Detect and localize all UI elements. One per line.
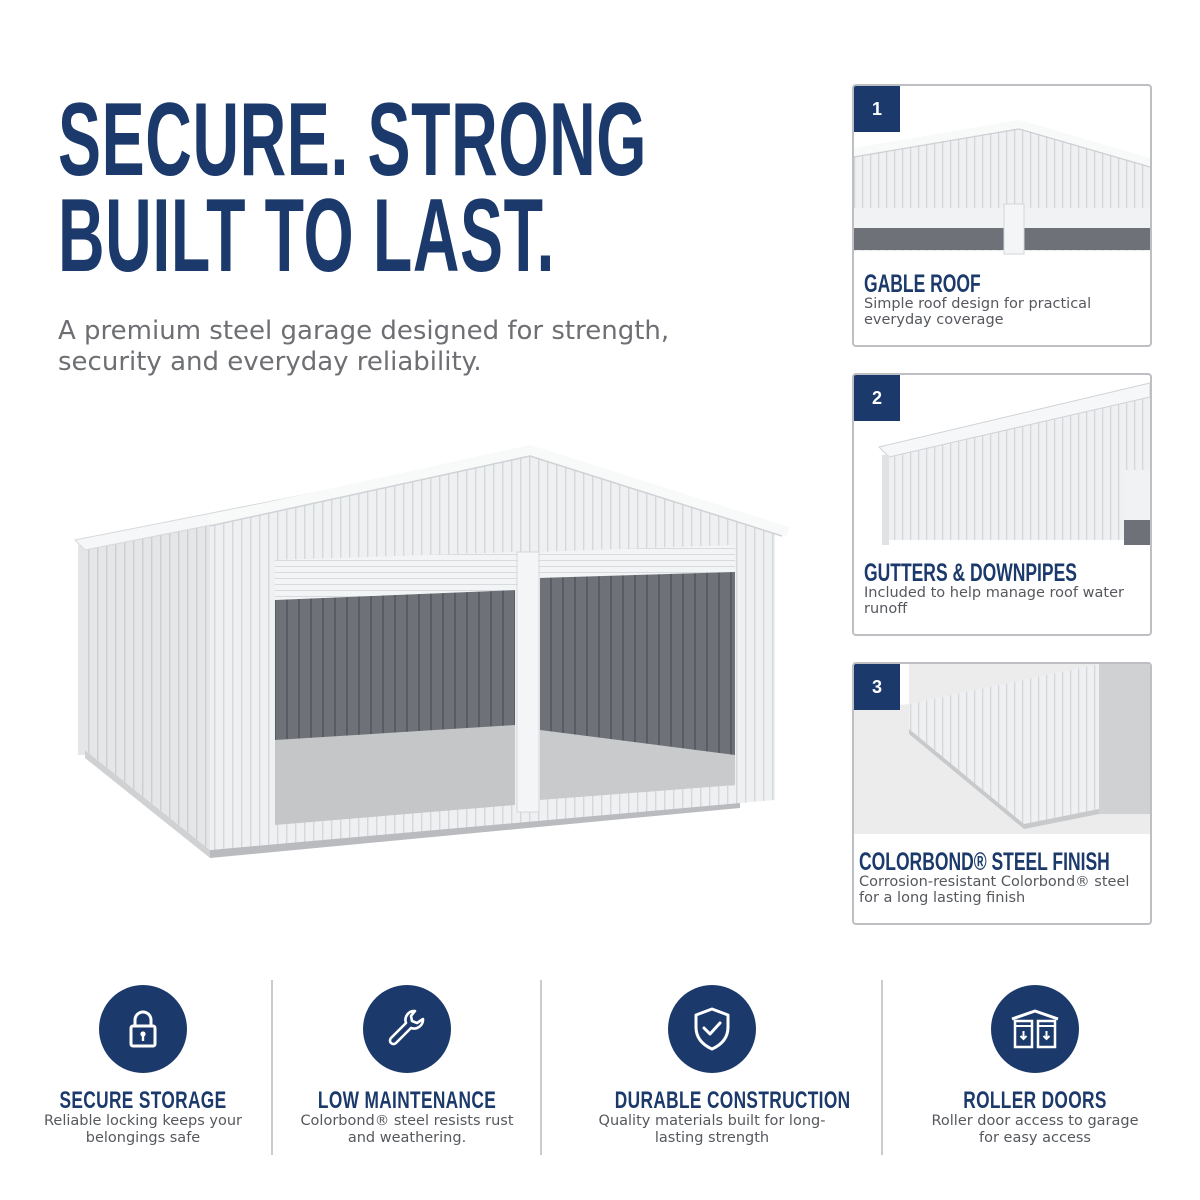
card-number-badge: 3 [854, 664, 900, 710]
headline-line-1: SECURE. STRONG [58, 82, 648, 198]
card-title: GUTTERS & DOWNPIPES [864, 559, 1077, 587]
subtitle-line-1: A premium steel garage designed for stre… [58, 316, 670, 346]
subtitle: A premium steel garage designed for stre… [58, 316, 758, 378]
colorbond-wall-illustration [854, 664, 1150, 834]
divider [271, 980, 273, 1155]
feature-title: SECURE STORAGE [59, 1087, 227, 1114]
divider [540, 980, 542, 1155]
card-title: GABLE ROOF [864, 270, 981, 298]
card-number-badge: 1 [854, 86, 900, 132]
feature-roller-doors: ROLLER DOORS Roller door access to garag… [900, 985, 1170, 1147]
shield-check-icon [668, 985, 756, 1073]
subtitle-line-2: security and everyday reliability. [58, 347, 482, 377]
divider [881, 980, 883, 1155]
feature-card-colorbond: 3 COLORBOND® STEEL FINISH Corrosion-resi… [852, 662, 1152, 925]
headline: SECURE. STRONG BUILT TO LAST. [58, 82, 648, 294]
feature-description: Quality materials built for long-lasting… [598, 1113, 826, 1146]
wrench-icon [363, 985, 451, 1073]
feature-description: Reliable locking keeps your belongings s… [43, 1113, 243, 1146]
feature-description: Colorbond® steel resists rust and weathe… [300, 1113, 514, 1146]
padlock-icon [99, 985, 187, 1073]
feature-secure-storage: SECURE STORAGE Reliable locking keeps yo… [8, 985, 278, 1147]
garage-hero-illustration [73, 444, 790, 858]
feature-durable-construction: DURABLE CONSTRUCTION Quality materials b… [577, 985, 851, 1147]
card-description: Included to help manage roof water runof… [864, 585, 1124, 617]
gutters-illustration [878, 382, 1150, 545]
card-description: Corrosion-resistant Colorbond® steel for… [859, 874, 1130, 906]
feature-title: LOW MAINTENANCE [317, 1087, 497, 1114]
gable-roof-illustration [854, 119, 1150, 255]
card-description: Simple roof design for practical everyda… [864, 296, 1092, 328]
card-number-badge: 2 [854, 375, 900, 421]
card-title: COLORBOND® STEEL FINISH [859, 848, 1110, 876]
feature-low-maintenance: LOW MAINTENANCE Colorbond® steel resists… [272, 985, 542, 1147]
garage-roller-door-icon [991, 985, 1079, 1073]
feature-card-gutters: 2 GUTTERS & DOWNPIPES Included to help m… [852, 373, 1152, 636]
feature-card-gable-roof: 1 GABLE ROOF Simple roof design for prac… [852, 84, 1152, 347]
headline-line-2: BUILT TO LAST. [58, 178, 556, 294]
feature-description: Roller door access to garage for easy ac… [931, 1113, 1139, 1146]
feature-title: ROLLER DOORS [963, 1087, 1107, 1114]
feature-title: DURABLE CONSTRUCTION [614, 1087, 851, 1114]
